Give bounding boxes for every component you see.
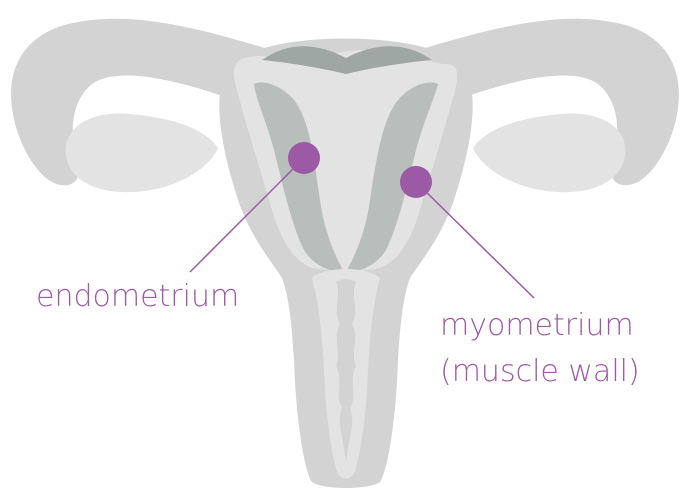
myometrium-note-label: (muscle wall) <box>440 355 640 389</box>
right-ovary <box>473 113 625 192</box>
endometrium-marker <box>288 142 320 174</box>
endometrium-label: endometrium <box>36 280 239 314</box>
left-ovary <box>66 113 218 192</box>
myometrium-marker <box>400 166 432 198</box>
myometrium-label: myometrium <box>440 309 634 343</box>
